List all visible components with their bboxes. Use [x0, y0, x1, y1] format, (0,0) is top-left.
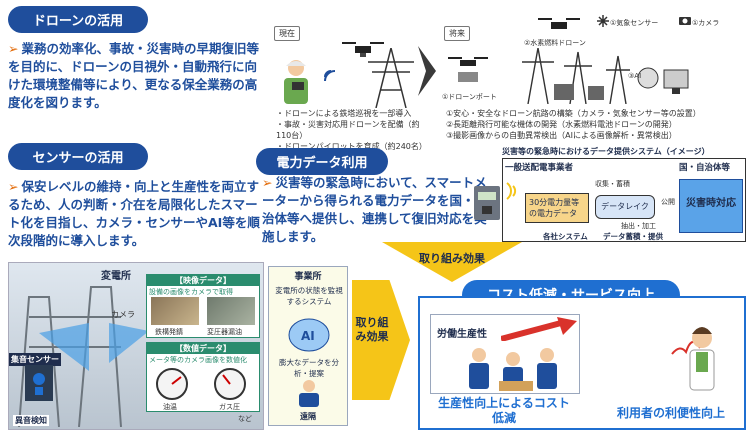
right-result: 利用者の利便性向上 [616, 406, 725, 420]
gas-pressure-label: ガス圧 [219, 403, 240, 411]
substation-label: 変電所 [101, 271, 131, 282]
user-icon [671, 327, 715, 391]
operator-icon [299, 380, 319, 407]
hydrogen-drone-label: ②水素燃料ドローン [524, 39, 586, 47]
hydrogen-drone-icon [538, 18, 580, 29]
video-data-panel: 【映像データ】 設備の画像をカメラで取得 鉄構発錆 変圧器漏油 [146, 274, 260, 338]
office-label: 事業所 [294, 272, 322, 282]
effect-label: 取り組み効果 [419, 252, 485, 265]
drone-future-panel: 将来 ②水素燃料ドローン ①気象センサー ①カメラ ①ドローンポート ③AI ①… [438, 8, 748, 148]
power-data-box: 30分電力量等の電力データ [525, 193, 589, 223]
oil-leak-label: 変圧器漏油 [207, 328, 242, 336]
bullet-arrow-icon: ➢ [262, 175, 273, 190]
utility-label: 一般送配電事業者 [505, 163, 574, 173]
cost-panel: 労働生産性 生産性向上によるコスト低減 利用者の利便性向上 [418, 296, 746, 430]
ai-analysis-text: 膨大なデータを分析・提案 [279, 358, 339, 378]
chevron-right-icon [418, 46, 436, 96]
disaster-response-label: 災害時対応 [686, 198, 736, 209]
office-text: 変電所の状態を監視するシステム [275, 286, 343, 306]
disaster-response-box: 災害時対応 [679, 179, 743, 233]
productivity-card: 労働生産性 [430, 314, 580, 394]
left-result: 生産性向上によるコスト低減 [438, 396, 570, 425]
weather-sensor-label: ①気象センサー [610, 19, 659, 27]
etc-label: など [238, 415, 252, 423]
sound-sensor-label: 集音センサー [9, 353, 61, 366]
bullet-arrow-icon: ➢ [8, 179, 19, 194]
numeric-data-sub: メータ等のカメラ画像を数値化 [149, 356, 247, 364]
current-label: 現在 [274, 26, 300, 41]
extract-label: 抽出・加工 [621, 222, 656, 230]
substation-structure-icon [18, 286, 122, 427]
system-diagram: 一般送配電事業者 国・自治体等 30分電力量等の電力データ 収集・蓄積 データレ… [502, 158, 746, 242]
pilot-icon [284, 60, 308, 104]
substation-icon [522, 48, 630, 104]
company-system-label: 各社システム [543, 232, 588, 241]
oil-leak-photo [207, 297, 255, 325]
tower-icon [368, 48, 414, 108]
bullet-arrow-icon: ➢ [8, 41, 19, 56]
signal-waves-icon [506, 182, 517, 200]
power-description: ➢災害等の緊急時において、スマートメーターから得られる電力データを国・自治体等へ… [262, 175, 488, 244]
ai-brain-icon: AI [288, 318, 330, 352]
drone-port-icon [448, 57, 488, 82]
collect-label: 収集・蓄積 [595, 180, 630, 188]
sensor-heading: センサーの活用 [8, 143, 148, 170]
ai-monitor-icon [637, 67, 689, 94]
data-lake-box: データレイク [595, 195, 655, 219]
numeric-data-panel: 【数値データ】 メータ等のカメラ画像を数値化 油温 ガス圧 [146, 342, 260, 412]
signal-icon [324, 70, 336, 82]
power-heading: 電力データ利用 [256, 148, 388, 175]
video-data-heading: 【映像データ】 [147, 275, 259, 286]
rust-label: 鉄構発錆 [155, 328, 183, 336]
drone-port-label: ①ドローンポート [442, 93, 497, 101]
effect-arrow-icon [352, 280, 410, 400]
future-label: 将来 [444, 26, 470, 41]
sensor-description: ➢保安レベルの維持・向上と生産性を両立するため、人の判断・介在を局限化したスマー… [8, 179, 260, 248]
effect-label-2: 取り組み効果 [355, 316, 389, 343]
drone-current-panel: 現在 ・ドローンによる鉄塔巡視を一部導入 ・事故・災害対応用ドローンを配備（約1… [270, 8, 427, 151]
camera-label: ①カメラ [692, 19, 720, 27]
workers-icon [469, 348, 557, 391]
remote-label: 遠隔 [300, 412, 316, 421]
data-lake-label: データレイク [601, 202, 649, 211]
ai-label: ③AI [628, 72, 642, 80]
data-provide-label: データ蓄積・提供 [603, 232, 663, 241]
productivity-label: 労働生産性 [437, 329, 487, 340]
drone-description: ➢業務の効率化、事故・災害時の早期復旧等を目的に、ドローンの目視外・自動飛行に向… [8, 41, 259, 110]
weather-sensor-icon [597, 15, 609, 27]
camera-icon [679, 17, 691, 25]
drone-heading: ドローンの活用 [8, 6, 148, 33]
office-panel: 事業所 変電所の状態を監視するシステム AI 膨大なデータを分析・提案 遠隔 [268, 266, 348, 426]
public-label: 公開 [661, 198, 675, 206]
effect-down-arrow-icon [382, 242, 522, 282]
oil-temp-label: 油温 [163, 403, 177, 411]
mic-sensor-icon [25, 365, 53, 401]
rust-photo [151, 297, 199, 325]
smart-meter-icon [474, 186, 500, 220]
system-title: 災害等の緊急時におけるデータ提供システム（イメージ） [502, 147, 710, 156]
svg-text:AI: AI [301, 329, 315, 343]
camera-label: カメラ [111, 310, 135, 319]
video-data-sub: 設備の画像をカメラで取得 [149, 288, 233, 296]
camera-beam-icon [39, 323, 149, 371]
anomaly-label: 異音検知 [13, 415, 49, 426]
gas-pressure-gauge-icon [214, 368, 246, 400]
current-items: ・ドローンによる鉄塔巡視を一部導入 ・事故・災害対応用ドローンを配備（約110台… [276, 109, 427, 151]
drone-icon [342, 42, 384, 57]
gov-label: 国・自治体等 [679, 163, 731, 173]
trend-up-arrow-icon [501, 317, 577, 341]
future-items: ①安心・安全なドローン航路の構築（カメラ・気象センサー等の設置） ②長距離飛行可… [446, 109, 701, 140]
oil-temp-gauge-icon [156, 368, 188, 400]
numeric-data-heading: 【数値データ】 [147, 343, 259, 354]
